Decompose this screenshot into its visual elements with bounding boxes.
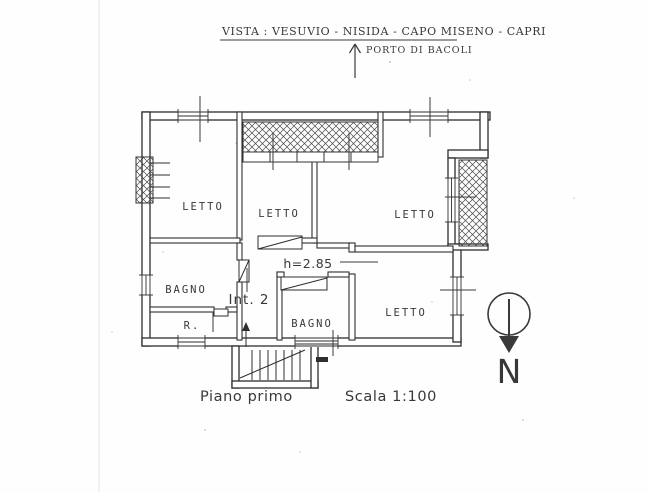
door-bagno1: [238, 259, 250, 283]
window-top-left: [177, 109, 209, 123]
balcony-top-railing: [242, 151, 379, 163]
label-letto-top-right: LETTO: [394, 209, 436, 221]
view-direction-arrow-icon: [348, 43, 362, 78]
window-east-letto3: [445, 177, 458, 223]
windows: [139, 109, 464, 349]
window-top-right: [409, 109, 449, 123]
balcony-left: [135, 156, 154, 204]
label-ceiling-height: h=2.85: [283, 256, 332, 271]
vista-annotation: VISTA : VESUVIO - NISIDA - CAPO MISENO -…: [220, 25, 546, 78]
footer-captions: Piano primo Scala 1:100: [200, 389, 437, 405]
scan-noise-specks: [111, 61, 575, 453]
window-bottom-left: [177, 335, 206, 349]
stair-diagonal: [239, 349, 306, 379]
label-bagno-center: BAGNO: [291, 318, 333, 330]
room-labels: LETTO LETTO LETTO LETTO BAGNO BAGNO R. I…: [165, 201, 436, 332]
left-balcony-door-ticks: [150, 162, 170, 199]
balcony-top: [242, 121, 379, 153]
window-east-letto4: [450, 276, 464, 316]
section-marks: [199, 96, 476, 362]
door-letto2: [257, 235, 303, 250]
floor-caption: Piano primo: [200, 389, 293, 405]
interior-walls: [149, 111, 454, 341]
label-letto-bottom-right: LETTO: [385, 307, 427, 319]
section-cut-mark: [316, 357, 328, 362]
window-bottom-bagno2: [294, 335, 339, 349]
label-bagno-left: BAGNO: [165, 284, 207, 296]
vista-note-text: VISTA : VESUVIO - NISIDA - CAPO MISENO -…: [221, 25, 546, 38]
door-storage: [213, 308, 229, 317]
window-left-bagno: [139, 274, 153, 296]
balconies: [135, 121, 488, 247]
label-letto-top-middle: LETTO: [258, 208, 300, 220]
staircase: [239, 322, 306, 380]
compass-north-label: N: [497, 352, 522, 391]
north-compass: N: [487, 292, 531, 391]
porto-note-text: PORTO DI BACOLI: [366, 45, 473, 56]
scale-caption: Scala 1:100: [345, 389, 437, 405]
label-storage: R.: [184, 320, 201, 332]
label-letto-top-left: LETTO: [182, 201, 224, 213]
label-unit: Int. 2: [228, 292, 269, 308]
compass-arrowhead-icon: [499, 336, 519, 353]
door-bagno2: [280, 276, 328, 291]
balcony-right: [458, 159, 488, 247]
stair-up-arrow-icon: [242, 322, 250, 347]
doors: [213, 235, 328, 317]
